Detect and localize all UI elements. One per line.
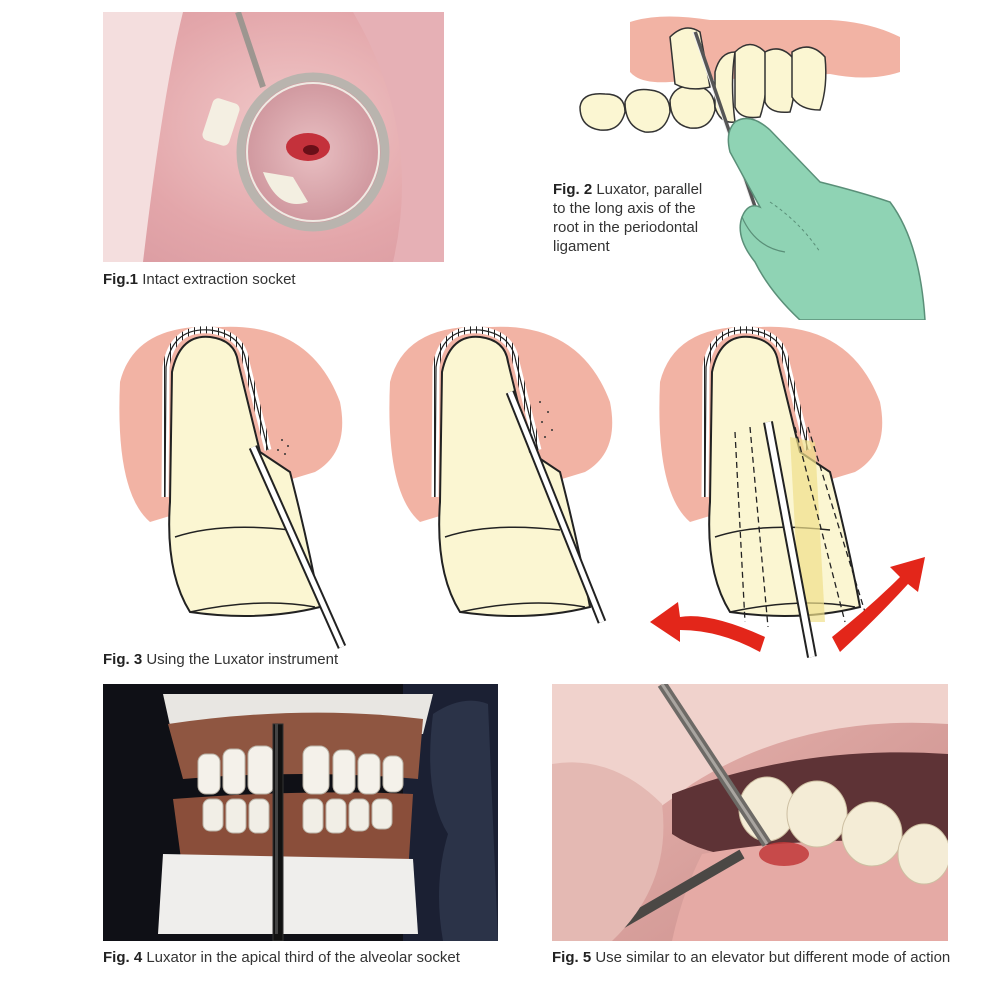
fig1-text: Intact extraction socket: [142, 271, 296, 288]
fig3-caption: Fig. 3 Using the Luxator instrument: [103, 650, 503, 669]
fig4-text: Luxator in the apical third of the alveo…: [146, 949, 460, 966]
fig2-text: Luxator, parallel to the long axis of th…: [553, 181, 703, 255]
fig1-caption: Fig.1 Intact extraction socket: [103, 270, 463, 289]
fig5-text: Use similar to an elevator but different…: [595, 949, 951, 966]
fig4-photo: [103, 684, 498, 941]
fig3-tooth-1: [119, 326, 347, 649]
left-arrow-icon: [650, 602, 765, 652]
fig4-caption: Fig. 4 Luxator in the apical third of th…: [103, 948, 503, 967]
fig2-label: Fig. 2: [553, 181, 593, 198]
fig5-photo: [552, 684, 948, 941]
fig3-tooth-2: [389, 326, 613, 624]
fig5-label: Fig. 5: [552, 949, 592, 966]
fig5-caption: Fig. 5 Use similar to an elevator but di…: [552, 948, 952, 967]
fig3-tooth-3: [659, 326, 883, 658]
right-arrow-icon: [832, 557, 925, 652]
fig1-photo: [103, 12, 444, 262]
fig1-label: Fig.1: [103, 271, 139, 288]
fig3-diagrams: [110, 322, 940, 662]
fig2-illustration: [570, 12, 930, 320]
fig2-caption: Fig. 2 Luxator, parallel to the long axi…: [553, 180, 718, 256]
fig4-label: Fig. 4: [103, 949, 143, 966]
fig3-label: Fig. 3: [103, 651, 143, 668]
fig3-text: Using the Luxator instrument: [146, 651, 339, 668]
